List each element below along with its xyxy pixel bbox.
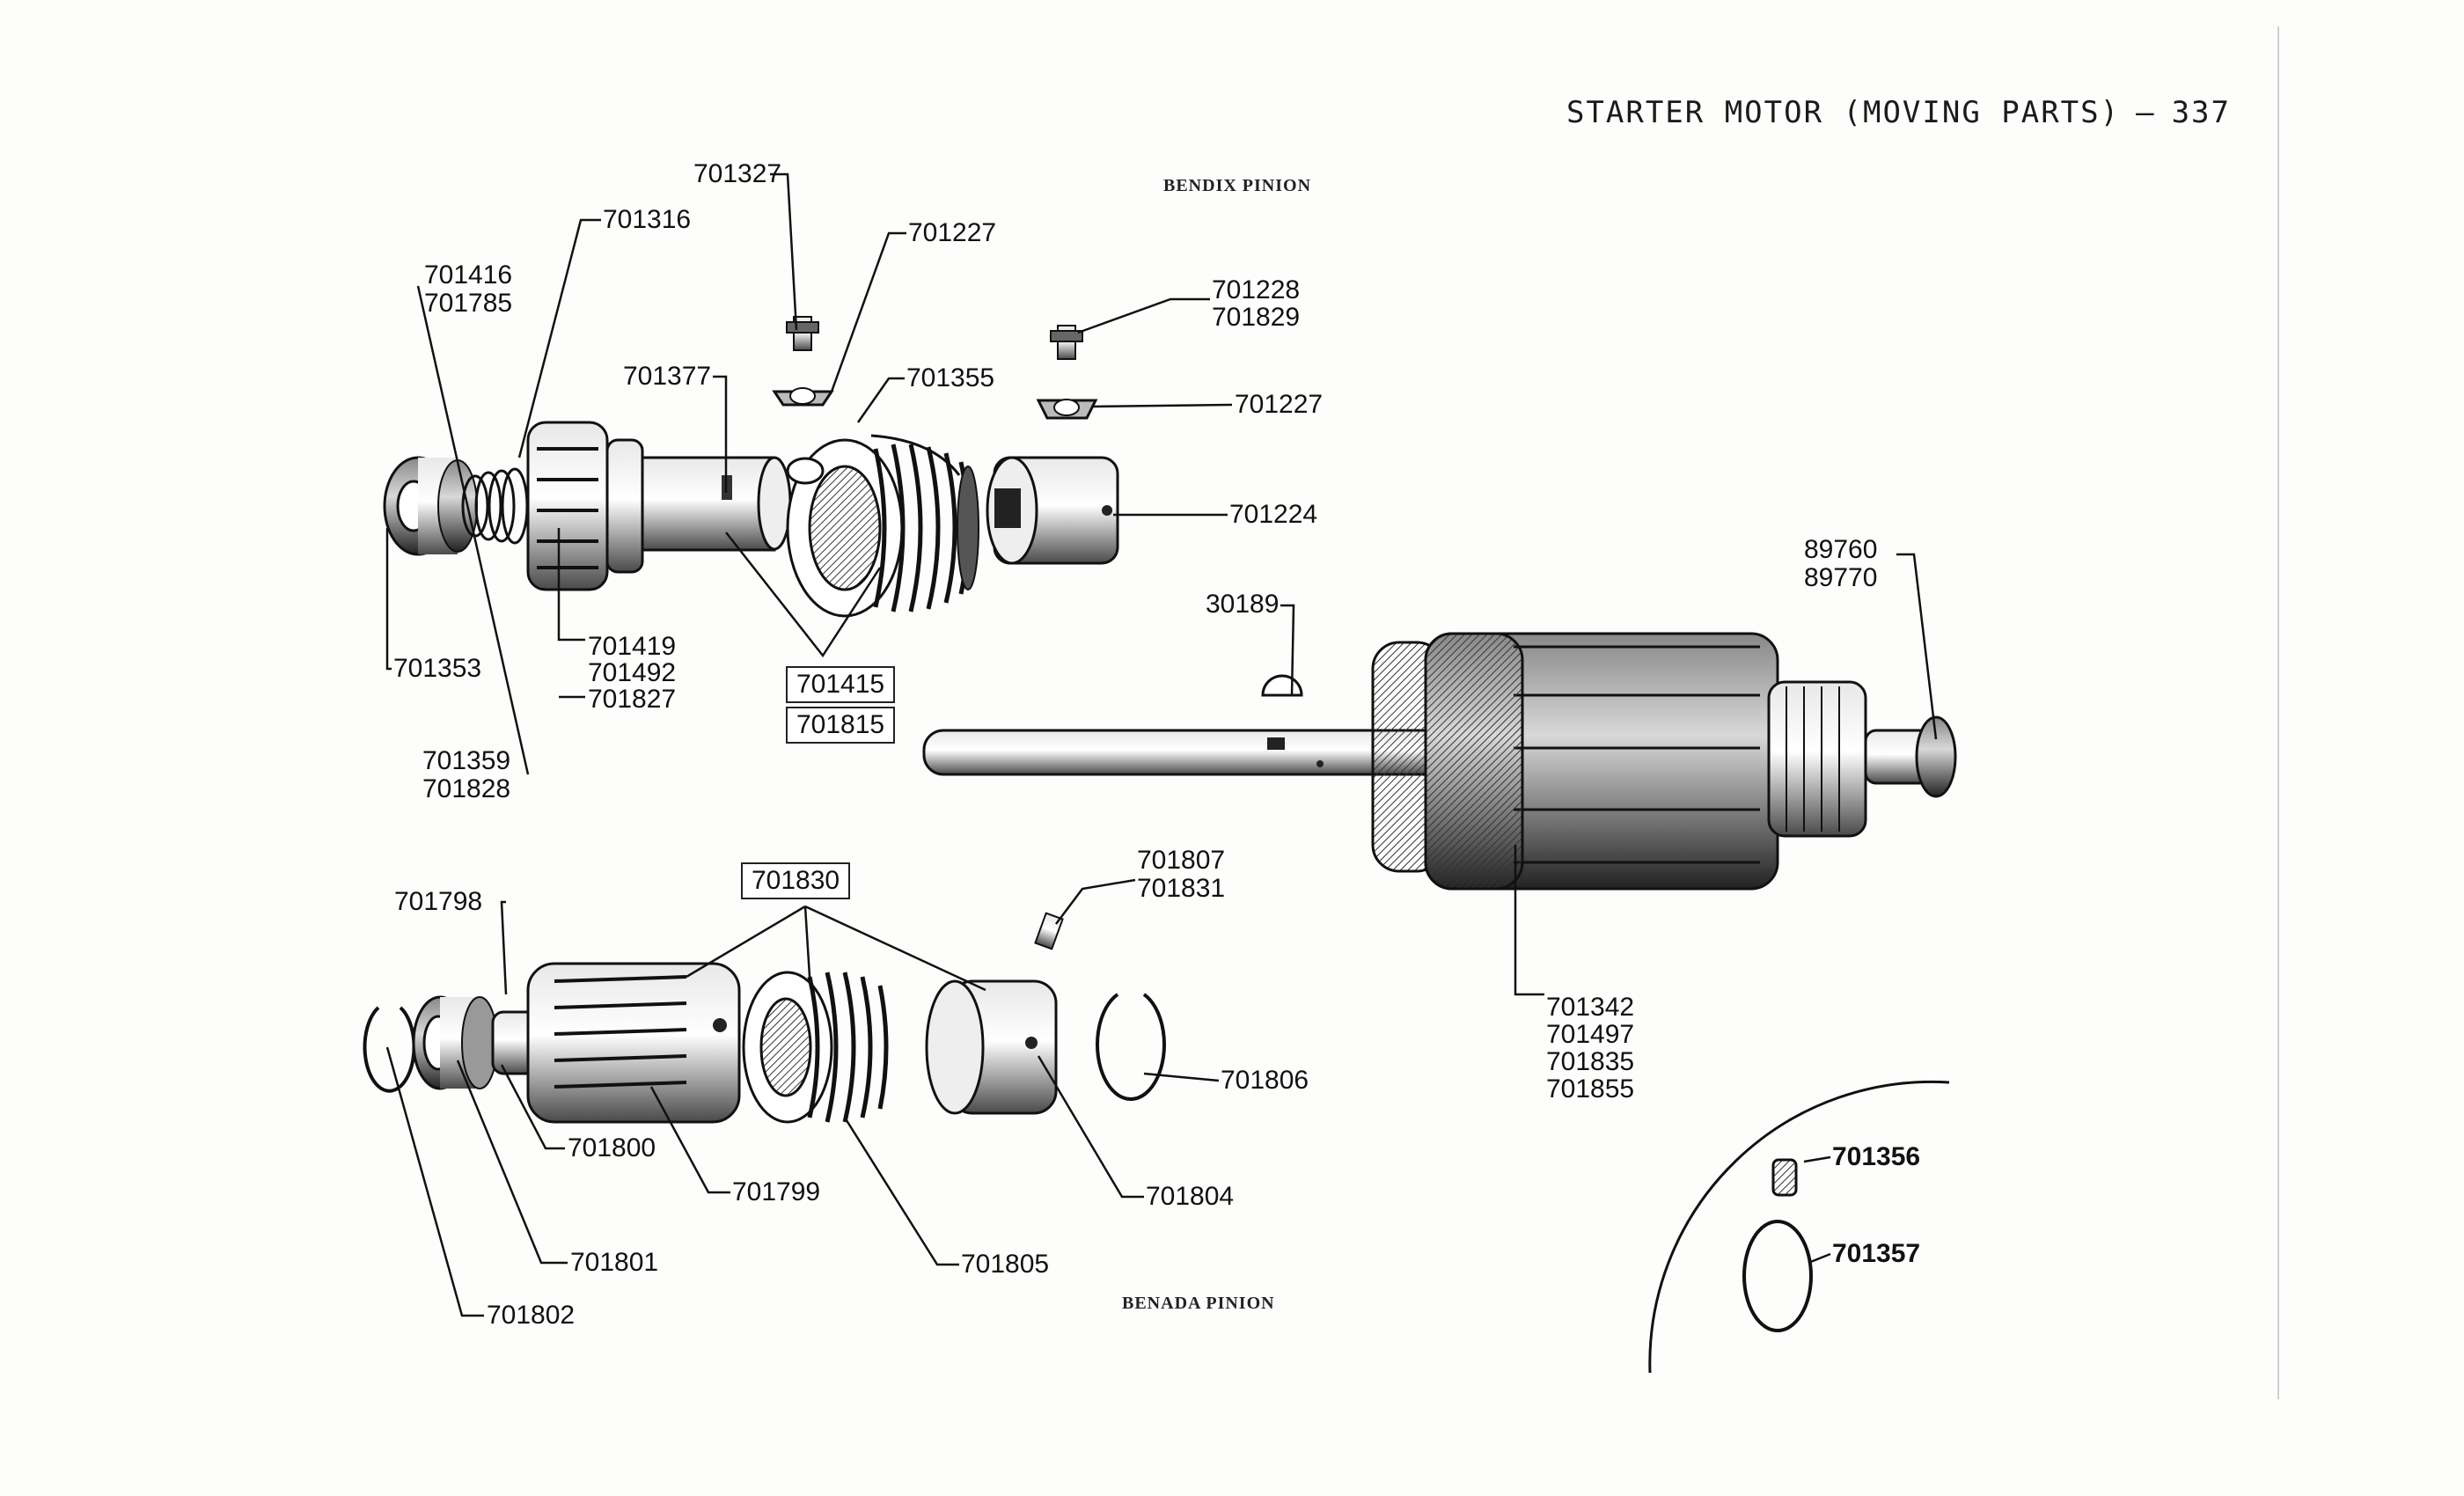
part-label-701785: 701785 [424,289,513,318]
part-label-701828: 701828 [422,774,511,803]
screw-701356 [1771,1158,1798,1197]
leader-lines [385,172,1938,1317]
part-label-701316: 701316 [603,205,692,234]
part-label-701830: 701830 [741,862,851,899]
circlip-701802 [363,1006,416,1093]
bolt-701327 [786,316,819,351]
part-label-701829: 701829 [1212,303,1301,332]
section-label-benada: BENADA PINION [1122,1294,1275,1313]
part-label-701798: 701798 [394,887,483,916]
lockwasher-701227-left [772,387,834,407]
part-label-701416: 701416 [424,260,513,290]
part-label-701327: 701327 [693,159,782,188]
sleeve-701804 [925,979,1058,1115]
commutator [1767,680,1867,838]
bendix-assembly [383,316,1119,618]
woodruff-key-30189 [1261,674,1303,697]
part-label-701802: 701802 [487,1301,576,1330]
part-label-701831: 701831 [1137,874,1226,903]
part-label-701801: 701801 [570,1248,659,1277]
header-dash: – [2136,95,2156,130]
pinion-701799 [526,962,741,1124]
part-label-701815: 701815 [786,707,896,744]
circlip-701806 [1096,993,1166,1101]
page-number: 337 [2171,95,2231,130]
thrust-washer-89760 [1915,715,1957,798]
part-label-701227-lower: 701227 [1235,390,1324,419]
drive-spring-part [786,434,979,618]
part-label-30189: 30189 [1206,590,1280,619]
collar-701801 [412,995,498,1090]
part-label-701806: 701806 [1221,1066,1309,1095]
part-label-701355: 701355 [906,363,995,392]
part-label-701799: 701799 [732,1177,821,1206]
part-label-701804: 701804 [1146,1182,1235,1211]
pinion-collar-part [605,438,644,574]
part-label-701356: 701356 [1832,1142,1921,1171]
part-label-701227-upper: 701227 [908,218,997,247]
part-label-701807: 701807 [1137,846,1226,875]
section-label-bendix: BENDIX PINION [1163,176,1312,195]
page-title: STARTER MOTOR (MOVING PARTS) [1566,95,2121,130]
page-header: STARTER MOTOR (MOVING PARTS)–337 [1566,95,2231,130]
ring-701357 [1742,1220,1813,1332]
screw-701807 [1034,912,1064,950]
part-label-701805: 701805 [961,1250,1050,1279]
page-edge-rule [2277,26,2279,1399]
part-label-701827: 701827 [588,685,677,714]
spring-701805 [742,971,889,1124]
screwed-sleeve-part [641,456,792,552]
part-label-701342: 701342 [1546,993,1635,1022]
part-label-701835: 701835 [1546,1047,1635,1076]
part-label-701353: 701353 [393,654,482,683]
benada-assembly [363,912,1166,1124]
part-label-701497: 701497 [1546,1020,1635,1049]
part-label-701492: 701492 [588,658,677,687]
part-label-701377: 701377 [623,362,712,391]
drive-head-part [986,456,1119,565]
part-label-701357: 701357 [1832,1239,1921,1268]
pinion-gear-part [526,421,609,591]
part-label-701800: 701800 [568,1133,656,1162]
bolt-701228 [1050,325,1083,360]
part-label-89760: 89760 [1804,535,1878,564]
part-label-701224: 701224 [1229,500,1318,529]
detail-inset [1648,1080,1950,1374]
part-label-701228: 701228 [1212,275,1301,304]
part-label-89770: 89770 [1804,563,1878,592]
armature-assembly [922,632,1957,891]
part-label-701855: 701855 [1546,1074,1635,1104]
part-label-701415: 701415 [786,666,896,703]
part-label-701359: 701359 [422,746,511,775]
part-label-701419: 701419 [588,632,677,661]
lockwasher-701227-right [1036,399,1098,420]
